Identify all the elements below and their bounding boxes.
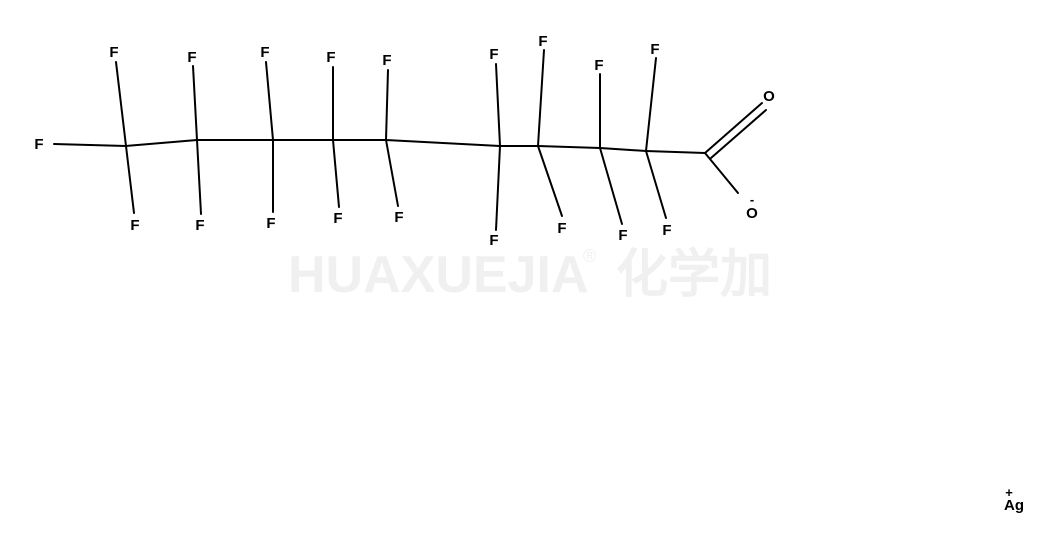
bond-c9-f-up [645, 57, 657, 152]
watermark-registered: ® [583, 246, 596, 266]
watermark: HUAXUEJIA ® 化学加 [288, 246, 772, 304]
bond-c1-f-up [115, 61, 127, 147]
atom-o-carbonyl: O [763, 88, 775, 105]
bond-c1-c2 [125, 139, 198, 147]
atom-f: F [618, 227, 627, 244]
carboxylate-group [704, 102, 767, 194]
bond-c-o-double-b [710, 109, 767, 159]
atom-f: F [130, 217, 139, 234]
atom-f: F [109, 44, 118, 61]
carbon-backbone [53, 139, 706, 154]
bond-c-o-single [704, 152, 739, 194]
bond-c-o-double-a [704, 102, 763, 154]
bond-f-c1 [53, 143, 127, 147]
atom-f: F [489, 232, 498, 249]
bond-c1-f-down [125, 145, 135, 214]
bond-c8-f-down [599, 147, 623, 225]
atom-f: F [382, 52, 391, 69]
atom-f: F [650, 41, 659, 58]
atom-f: F [557, 220, 566, 237]
charge-positive: + [1005, 485, 1013, 500]
watermark-chinese: 化学加 [616, 246, 772, 304]
bond-c5-f-up [385, 69, 389, 141]
bond-c4-f-down [332, 139, 340, 208]
atom-f: F [662, 222, 671, 239]
bond-c7-f-up [537, 49, 545, 147]
atom-f: F [394, 209, 403, 226]
atom-f: F [538, 33, 547, 50]
atom-f: F [326, 49, 335, 66]
atom-f: F [195, 217, 204, 234]
atom-f: F [594, 57, 603, 74]
bond-c9-f-down [645, 150, 667, 219]
bond-c6-f-down [495, 145, 501, 231]
atom-o-anion: O [746, 205, 758, 222]
atom-f-terminal: F [34, 136, 43, 153]
atom-f: F [333, 210, 342, 227]
bond-c7-c8 [537, 145, 601, 149]
fluorine-bonds [115, 49, 667, 231]
atom-f: F [266, 215, 275, 232]
atom-labels: F F F F F F F F F F F F F F F F F F F O … [34, 33, 1024, 514]
charge-negative: - [750, 192, 754, 207]
atom-f: F [187, 49, 196, 66]
bond-c2-f-down [196, 139, 202, 215]
bond-c7-f-down [537, 145, 563, 217]
bond-c2-f-up [192, 65, 198, 141]
atom-f: F [260, 44, 269, 61]
bond-c5-c6 [385, 139, 501, 147]
watermark-brand: HUAXUEJIA [288, 246, 589, 304]
atom-silver: Ag [1004, 497, 1024, 514]
atom-f: F [489, 46, 498, 63]
bond-c5-f-down [385, 139, 399, 207]
bond-c9-c10 [645, 150, 706, 154]
bond-c8-c9 [599, 147, 647, 152]
bond-c3-f-up [265, 61, 274, 141]
bond-c6-f-up [495, 63, 501, 147]
